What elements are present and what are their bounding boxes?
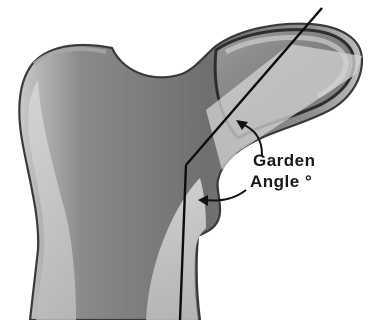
annotation-label-line2: Angle ° xyxy=(250,172,312,191)
annotation-label-line1: Garden xyxy=(253,151,316,170)
